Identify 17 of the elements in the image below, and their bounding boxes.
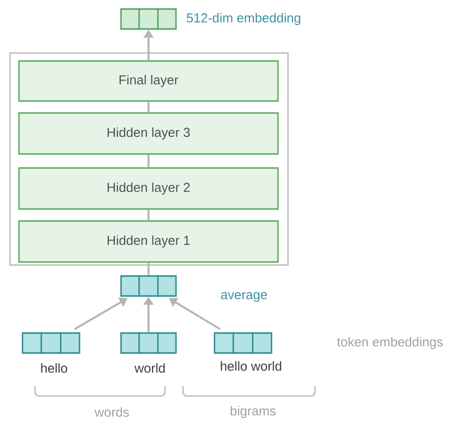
layer-box: Final layer — [18, 60, 279, 102]
connector-line — [148, 262, 150, 276]
vector-label: hello world — [220, 361, 282, 371]
annotation-label: token embeddings — [337, 336, 443, 350]
vector-label: average — [221, 292, 267, 302]
vector-label: world — [134, 363, 165, 373]
vector-label: 512-dim embedding — [186, 12, 300, 26]
layer-box: Hidden layer 1 — [18, 220, 279, 263]
annotation-label: bigrams — [230, 406, 276, 418]
layer-box: Hidden layer 2 — [18, 167, 279, 210]
connector-line — [148, 210, 150, 220]
layer-box: Hidden layer 3 — [18, 112, 279, 155]
connector-line — [148, 154, 150, 168]
network-frame — [9, 52, 289, 266]
vector-label: hello — [41, 363, 68, 373]
connector-line — [148, 102, 150, 112]
annotation-label: words — [94, 407, 129, 417]
